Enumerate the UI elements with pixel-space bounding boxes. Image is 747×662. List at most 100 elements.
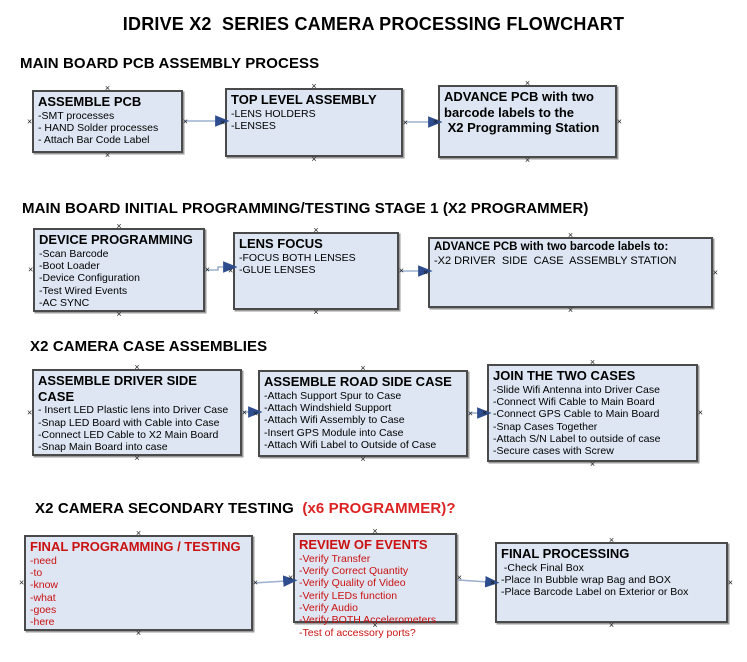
box-item: - Insert LED Plastic lens into Driver Ca…: [38, 404, 229, 417]
box-item: -Verify Transfer: [299, 552, 371, 565]
connection-handle-icon: [116, 222, 121, 231]
box-item: -Test Wired Events: [39, 284, 128, 297]
connection-handle-icon: [372, 621, 377, 630]
box-items: -LENS HOLDERS-LENSES: [231, 108, 397, 133]
box-items: -Slide Wifi Antenna into Driver Case-Con…: [493, 384, 692, 458]
box-item: -Attach Windshield Support: [264, 401, 392, 414]
box-final-programming-testing[interactable]: FINAL PROGRAMMING / TESTING -need-to-kno…: [24, 535, 253, 631]
box-device-programming[interactable]: DEVICE PROGRAMMING -Scan Barcode-Boot Lo…: [33, 228, 205, 312]
box-final-processing[interactable]: FINAL PROCESSING -Check Final Box-Place …: [495, 542, 728, 623]
connection-handle-icon: [399, 267, 404, 276]
box-advance-pcb-driver-side-station[interactable]: ADVANCE PCB with two barcode labels to: …: [428, 237, 713, 308]
section-header-pcb-assembly: MAIN BOARD PCB ASSEMBLY PROCESS: [20, 55, 320, 72]
box-assemble-road-side-case[interactable]: ASSEMBLE ROAD SIDE CASE -Attach Support …: [258, 370, 468, 457]
box-item: -LENS HOLDERS: [231, 107, 316, 120]
box-title: FINAL PROGRAMMING / TESTING: [30, 539, 241, 554]
connection-handle-icon: [27, 117, 32, 126]
box-item: -FOCUS BOTH LENSES: [239, 251, 356, 264]
box-item: -goes: [30, 604, 57, 617]
box-item: -Verify BOTH Accelerometers: [299, 614, 437, 627]
box-top-level-assembly[interactable]: TOP LEVEL ASSEMBLY -LENS HOLDERS-LENSES: [225, 88, 403, 157]
box-item: -Boot Loader: [39, 259, 100, 272]
box-title: DEVICE PROGRAMMING: [39, 232, 193, 247]
box-item: -Place In Bubble wrap Bag and BOX: [501, 573, 671, 586]
box-item: -Attach Wifi Assembly to Case: [264, 414, 405, 427]
box-lens-focus[interactable]: LENS FOCUS -FOCUS BOTH LENSES-GLUE LENSE…: [233, 232, 399, 310]
box-item: -Device Configuration: [39, 272, 140, 285]
box-items: - Insert LED Plastic lens into Driver Ca…: [38, 404, 236, 454]
connection-handle-icon: [525, 156, 530, 165]
box-title: LENS FOCUS: [239, 236, 323, 251]
connector-arrow[interactable]: [205, 258, 238, 278]
connection-handle-icon: [311, 82, 316, 91]
box-item: -Insert GPS Module into Case: [264, 426, 404, 439]
connection-handle-icon: [313, 308, 318, 317]
connection-handle-icon: [253, 409, 258, 418]
box-item: -Connect Wifi Cable to Main Board: [493, 395, 655, 408]
box-item: -Scan Barcode: [39, 247, 109, 260]
box-item: -what: [30, 591, 56, 604]
connection-handle-icon: [609, 536, 614, 545]
connection-handle-icon: [525, 79, 530, 88]
connection-handle-icon: [242, 408, 247, 417]
connection-handle-icon: [372, 527, 377, 536]
box-advance-pcb-programming-station[interactable]: ADVANCE PCB with two barcode labels to t…: [438, 85, 617, 158]
box-item: -X2 DRIVER SIDE CASE ASSEMBLY STATION: [434, 254, 677, 267]
box-item: -here: [30, 616, 55, 629]
box-items: -FOCUS BOTH LENSES-GLUE LENSES: [239, 252, 393, 277]
box-items: -Scan Barcode-Boot Loader-Device Configu…: [39, 248, 199, 310]
connection-handle-icon: [423, 268, 428, 277]
box-item: -Attach S/N Label to outside of case: [493, 433, 661, 446]
connection-handle-icon: [728, 578, 733, 587]
connector-arrow[interactable]: [457, 571, 500, 593]
box-review-of-events[interactable]: REVIEW OF EVENTS -Verify Transfer-Verify…: [293, 533, 457, 639]
connection-handle-icon: [253, 579, 258, 588]
connection-handle-icon: [403, 118, 408, 127]
box-item: -Verify Quality of Video: [299, 577, 406, 590]
box-title: FINAL PROCESSING: [501, 546, 630, 561]
section-header-initial-programming: MAIN BOARD INITIAL PROGRAMMING/TESTING S…: [22, 200, 589, 217]
box-join-the-two-cases[interactable]: JOIN THE TWO CASES -Slide Wifi Antenna i…: [487, 364, 698, 462]
connection-handle-icon: [205, 266, 210, 275]
box-assemble-pcb[interactable]: ASSEMBLE PCB -SMT processes- HAND Solder…: [32, 90, 183, 153]
box-items: -Check Final Box-Place In Bubble wrap Ba…: [501, 562, 722, 599]
connection-handle-icon: [568, 231, 573, 240]
box-assemble-driver-side-case[interactable]: ASSEMBLE DRIVER SIDE CASE - Insert LED P…: [32, 369, 242, 456]
box-item: -Connect GPS Cable to Main Board: [493, 408, 660, 421]
connection-handle-icon: [698, 409, 703, 418]
box-item: -to: [30, 566, 43, 579]
box-items: -Verify Transfer-Verify Correct Quantity…: [299, 553, 451, 640]
box-item: -Snap Main Board into case: [38, 441, 168, 454]
connector-arrow[interactable]: [183, 112, 230, 132]
connection-handle-icon: [360, 455, 365, 464]
connection-handle-icon: [28, 266, 33, 275]
box-title: REVIEW OF EVENTS: [299, 537, 428, 552]
section-header-text: X2 CAMERA SECONDARY TESTING: [35, 500, 303, 517]
box-title: ASSEMBLE PCB: [38, 94, 142, 109]
connection-handle-icon: [490, 578, 495, 587]
box-item: -SMT processes: [38, 109, 115, 122]
connection-handle-icon: [617, 117, 622, 126]
section-header-red-suffix: (x6 PROGRAMMER)?: [302, 500, 456, 517]
connector-arrow[interactable]: [253, 572, 298, 594]
connection-handle-icon: [134, 363, 139, 372]
connection-handle-icon: [590, 358, 595, 367]
box-item: -Slide Wifi Antenna into Driver Case: [493, 383, 660, 396]
connection-handle-icon: [713, 268, 718, 277]
box-item: -Snap Cases Together: [493, 420, 598, 433]
connection-handle-icon: [313, 226, 318, 235]
connection-handle-icon: [220, 118, 225, 127]
box-items: -X2 DRIVER SIDE CASE ASSEMBLY STATION: [434, 255, 707, 268]
connection-handle-icon: [590, 460, 595, 469]
connection-handle-icon: [116, 310, 121, 319]
box-item: -Secure cases with Screw: [493, 445, 614, 458]
section-header-case-assemblies: X2 CAMERA CASE ASSEMBLIES: [30, 338, 268, 355]
box-item: -Snap LED Board with Cable into Case: [38, 416, 220, 429]
connector-arrow[interactable]: [403, 113, 443, 133]
box-item: -need: [30, 554, 57, 567]
box-item: -Attach Support Spur to Case: [264, 389, 402, 402]
connection-handle-icon: [183, 117, 188, 126]
box-item: -LENSES: [231, 119, 276, 132]
connection-handle-icon: [136, 529, 141, 538]
